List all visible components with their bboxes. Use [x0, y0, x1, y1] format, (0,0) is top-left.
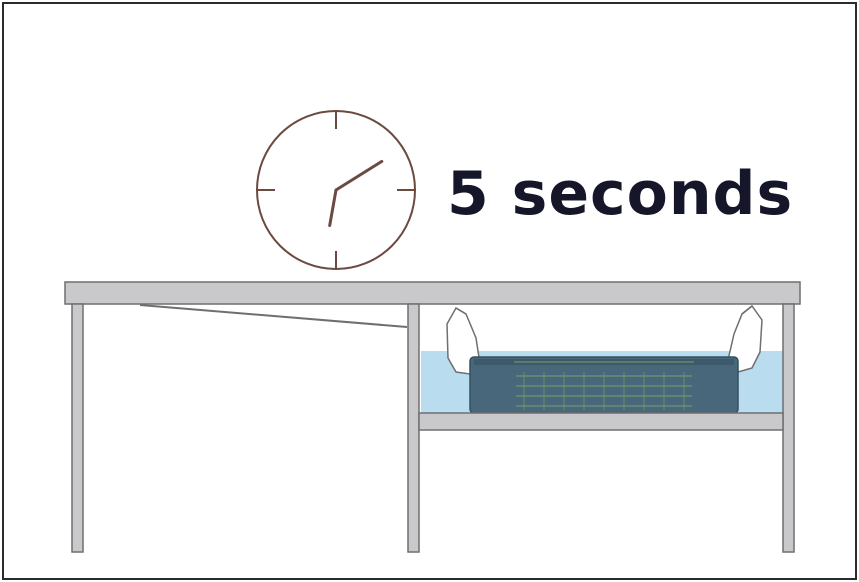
- clock-icon: [257, 111, 415, 269]
- dish-rack-icon: [470, 357, 738, 413]
- table-leg-left: [72, 304, 83, 552]
- duration-label: 5 seconds: [447, 164, 793, 224]
- scene: [4, 4, 857, 580]
- table-leg-middle: [408, 304, 419, 552]
- table-leg-right: [783, 304, 794, 552]
- table-brace: [140, 305, 407, 327]
- table-top: [65, 282, 800, 304]
- sink-shelf: [419, 413, 783, 430]
